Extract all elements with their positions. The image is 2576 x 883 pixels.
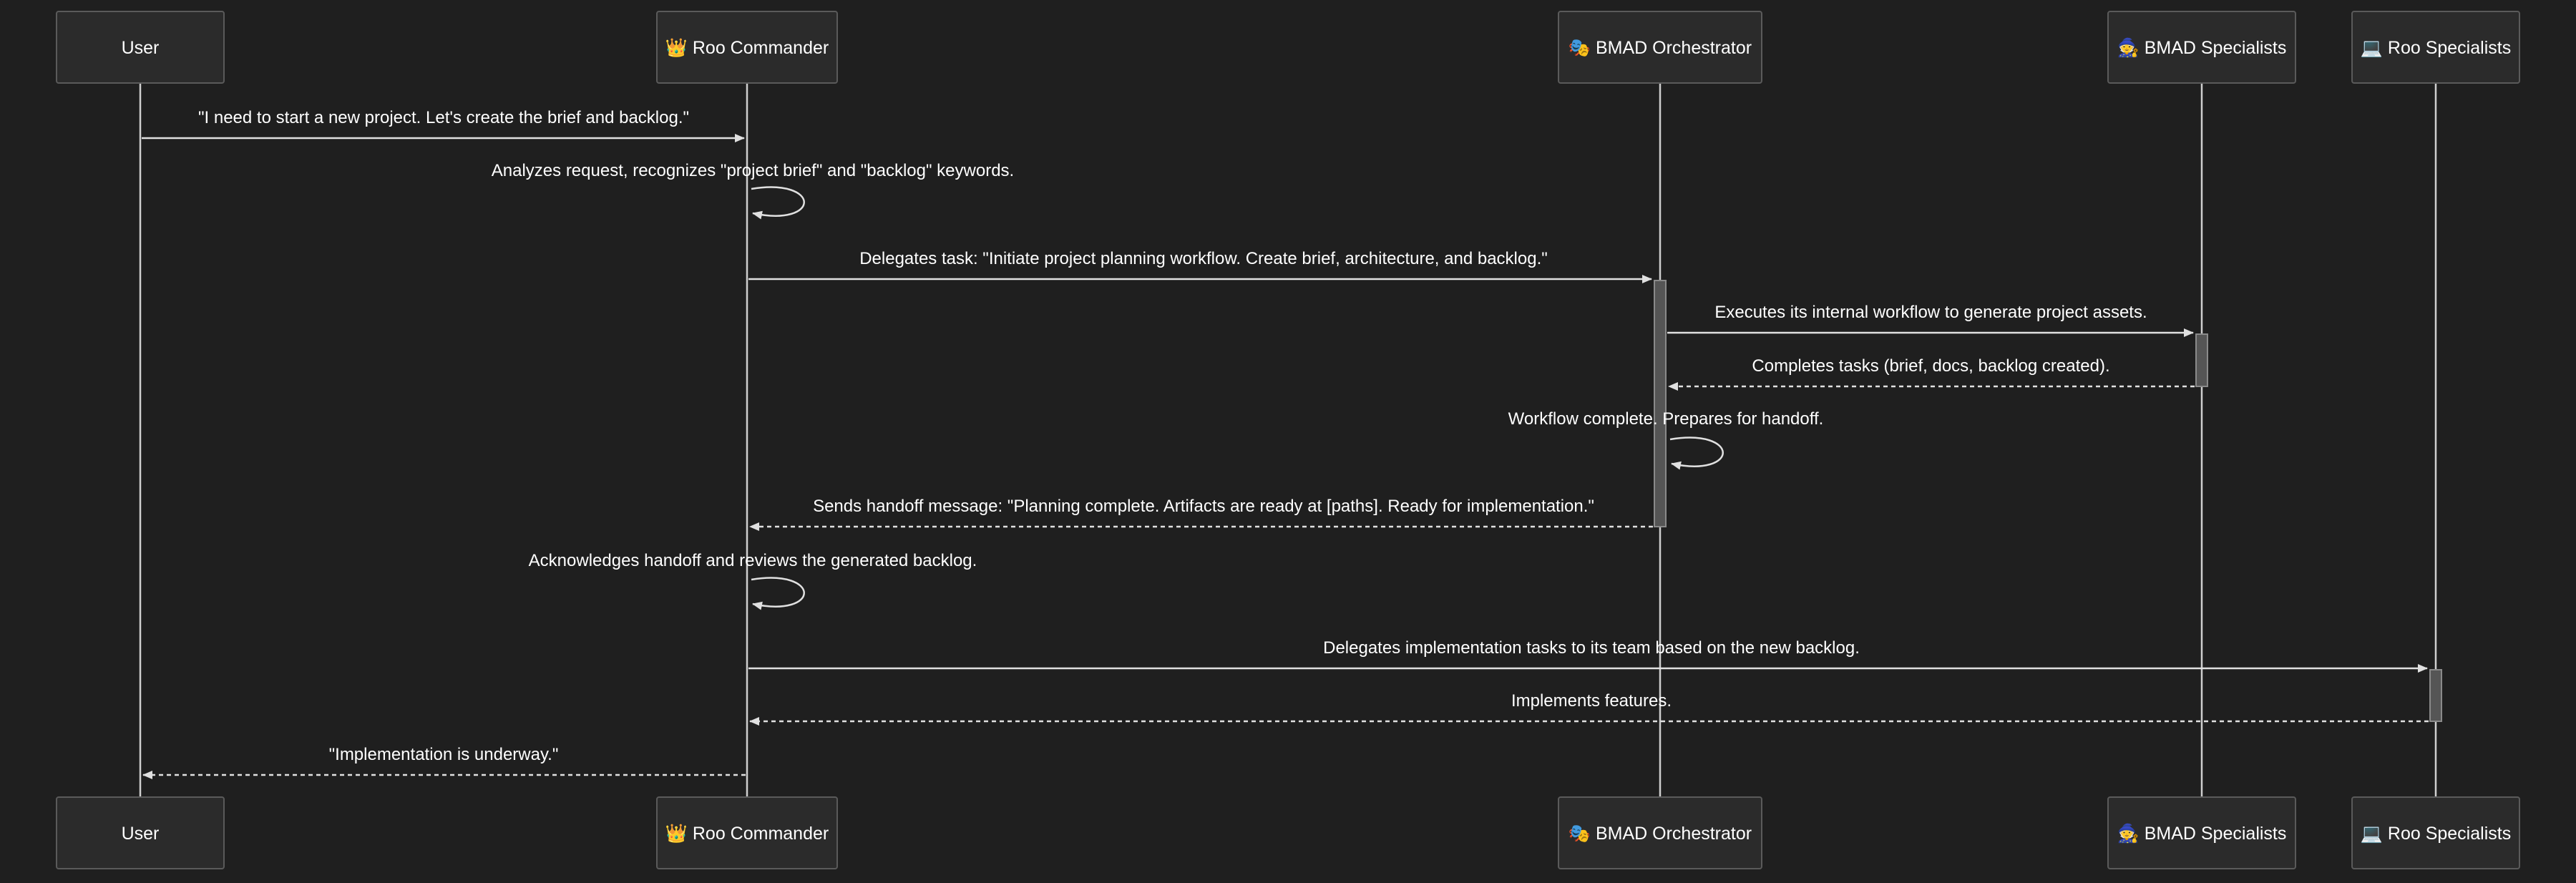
actor-rspec-bottom: 💻 Roo Specialists: [2351, 796, 2520, 869]
actor-name: BMAD Orchestrator: [1596, 824, 1752, 844]
actor-box: [1558, 11, 1762, 84]
message-6: Workflow complete. Prepares for handoff.: [1508, 409, 1824, 470]
message-8: Acknowledges handoff and reviews the gen…: [529, 551, 977, 610]
message-label: "I need to start a new project. Let's cr…: [198, 108, 689, 127]
actor-label: User: [122, 38, 160, 58]
activation-bmad: [1654, 280, 1667, 527]
actor-icon: 💻: [2361, 824, 2383, 844]
actor-box: [1558, 796, 1762, 869]
actor-label: 🧙 BMAD Specialists: [2117, 823, 2287, 844]
message-7: Sends handoff message: "Planning complet…: [749, 497, 1653, 531]
self-message-arrow: [751, 186, 805, 220]
activation-bspec: [2195, 333, 2208, 387]
actor-box: [2107, 796, 2296, 869]
message-label: Analyzes request, recognizes "project br…: [492, 161, 1014, 180]
message-label: Delegates implementation tasks to its te…: [1323, 638, 1860, 658]
actor-label: 🎭 BMAD Orchestrator: [1568, 38, 1752, 58]
activation-rspec: [2429, 669, 2442, 722]
actor-label: 🧙 BMAD Specialists: [2117, 37, 2287, 58]
message-label: "Implementation is underway.": [329, 745, 559, 764]
message-9: Delegates implementation tasks to its te…: [748, 638, 2428, 673]
actor-box: [2351, 11, 2520, 84]
actor-name: BMAD Orchestrator: [1596, 38, 1752, 58]
actor-roo-bottom: 👑 Roo Commander: [656, 796, 838, 869]
message-5: Completes tasks (brief, docs, backlog cr…: [1668, 356, 2195, 391]
actor-box: [2107, 11, 2296, 84]
actor-bmad-top: 🎭 BMAD Orchestrator: [1558, 11, 1762, 84]
message-label: Sends handoff message: "Planning complet…: [813, 497, 1594, 516]
message-11: "Implementation is underway.": [142, 745, 746, 779]
actor-label: 👑 Roo Commander: [665, 824, 829, 844]
actor-roo-top: 👑 Roo Commander: [656, 11, 838, 84]
actor-label: 💻 Roo Specialists: [2361, 824, 2511, 844]
actor-label: 🎭 BMAD Orchestrator: [1568, 824, 1752, 844]
actor-icon: 🧙: [2117, 823, 2140, 844]
message-10: Implements features.: [749, 691, 2429, 726]
self-message-arrow: [1669, 436, 1724, 470]
actor-name: Roo Commander: [693, 824, 829, 844]
message-2: Analyzes request, recognizes "project br…: [492, 161, 1014, 220]
actor-icon: 🎭: [1568, 824, 1591, 844]
actor-box: [56, 11, 225, 84]
message-4: Executes its internal workflow to genera…: [1667, 303, 2194, 337]
actor-box: [656, 796, 838, 869]
actor-user-top: User: [56, 11, 225, 84]
actor-bspec-bottom: 🧙 BMAD Specialists: [2107, 796, 2296, 869]
actor-icon: 🧙: [2117, 37, 2140, 58]
actor-rspec-top: 💻 Roo Specialists: [2351, 11, 2520, 84]
actor-box: [656, 11, 838, 84]
message-label: Workflow complete. Prepares for handoff.: [1508, 409, 1824, 429]
actor-label: 💻 Roo Specialists: [2361, 38, 2511, 58]
message-label: Completes tasks (brief, docs, backlog cr…: [1752, 356, 2109, 376]
actor-icon: 💻: [2361, 38, 2383, 58]
actor-box: [2351, 796, 2520, 869]
message-1: "I need to start a new project. Let's cr…: [142, 108, 745, 142]
actor-icon: 👑: [665, 38, 688, 58]
actor-name: Roo Specialists: [2388, 38, 2511, 58]
actor-name: User: [122, 38, 160, 58]
actor-name: Roo Commander: [693, 38, 829, 58]
message-label: Implements features.: [1511, 691, 1672, 711]
actor-label: User: [122, 824, 160, 844]
actor-bspec-top: 🧙 BMAD Specialists: [2107, 11, 2296, 84]
actor-name: BMAD Specialists: [2145, 38, 2287, 58]
actor-name: User: [122, 824, 160, 844]
message-label: Executes its internal workflow to genera…: [1714, 303, 2147, 322]
actor-box: [56, 796, 225, 869]
actor-name: BMAD Specialists: [2145, 824, 2287, 844]
message-label: Delegates task: "Initiate project planni…: [859, 249, 1548, 268]
actor-icon: 👑: [665, 824, 688, 844]
actor-name: Roo Specialists: [2388, 824, 2511, 844]
actor-user-bottom: User: [56, 796, 225, 869]
message-3: Delegates task: "Initiate project planni…: [748, 249, 1652, 283]
message-label: Acknowledges handoff and reviews the gen…: [529, 551, 977, 570]
actor-bmad-bottom: 🎭 BMAD Orchestrator: [1558, 796, 1762, 869]
actor-label: 👑 Roo Commander: [665, 38, 829, 58]
actor-icon: 🎭: [1568, 38, 1591, 58]
self-message-arrow: [751, 577, 805, 610]
